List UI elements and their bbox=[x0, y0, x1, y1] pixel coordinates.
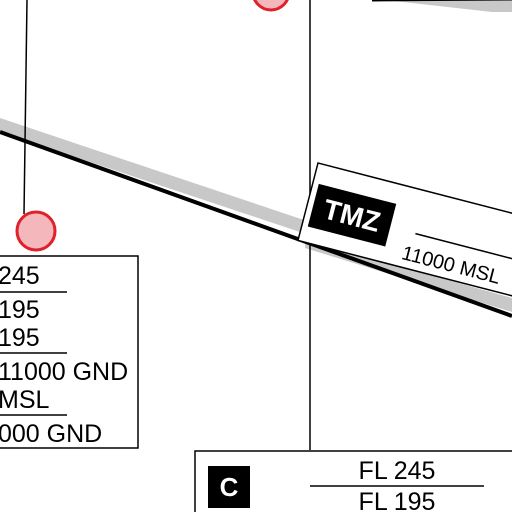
bottom-lower-limit: FL 195 bbox=[359, 488, 436, 512]
class-c-badge bbox=[208, 466, 250, 508]
boundary-band-shadow-right bbox=[305, 240, 512, 312]
bottom-info-frame bbox=[194, 450, 512, 514]
top-band-shadow bbox=[385, 0, 512, 12]
bottom-info-box: C FL 245 FL 195 bbox=[194, 450, 512, 516]
left-lower-2: 11000 GND bbox=[0, 358, 128, 386]
waypoint-marker-left bbox=[15, 210, 57, 252]
waypoint-marker-top bbox=[253, 0, 289, 12]
left-lower-1: 195 bbox=[0, 296, 40, 324]
left-upper-1: 245 bbox=[0, 262, 40, 290]
class-c-badge-text: C bbox=[220, 472, 239, 502]
left-info-box: 245 195 195 11000 GND MSL 000 GND bbox=[0, 255, 139, 449]
left-upper-3: MSL bbox=[0, 386, 50, 414]
bottom-upper-limit: FL 245 bbox=[359, 457, 436, 485]
tmz-badge bbox=[307, 183, 397, 247]
boundary-line bbox=[0, 130, 512, 318]
left-info-frame bbox=[0, 255, 139, 449]
boundary-band-shadow-left bbox=[0, 118, 310, 232]
leader-line-left bbox=[23, 0, 28, 215]
tmz-divider bbox=[415, 232, 512, 264]
left-lower-3: 000 GND bbox=[0, 420, 102, 448]
left-upper-2: 195 bbox=[0, 324, 40, 352]
